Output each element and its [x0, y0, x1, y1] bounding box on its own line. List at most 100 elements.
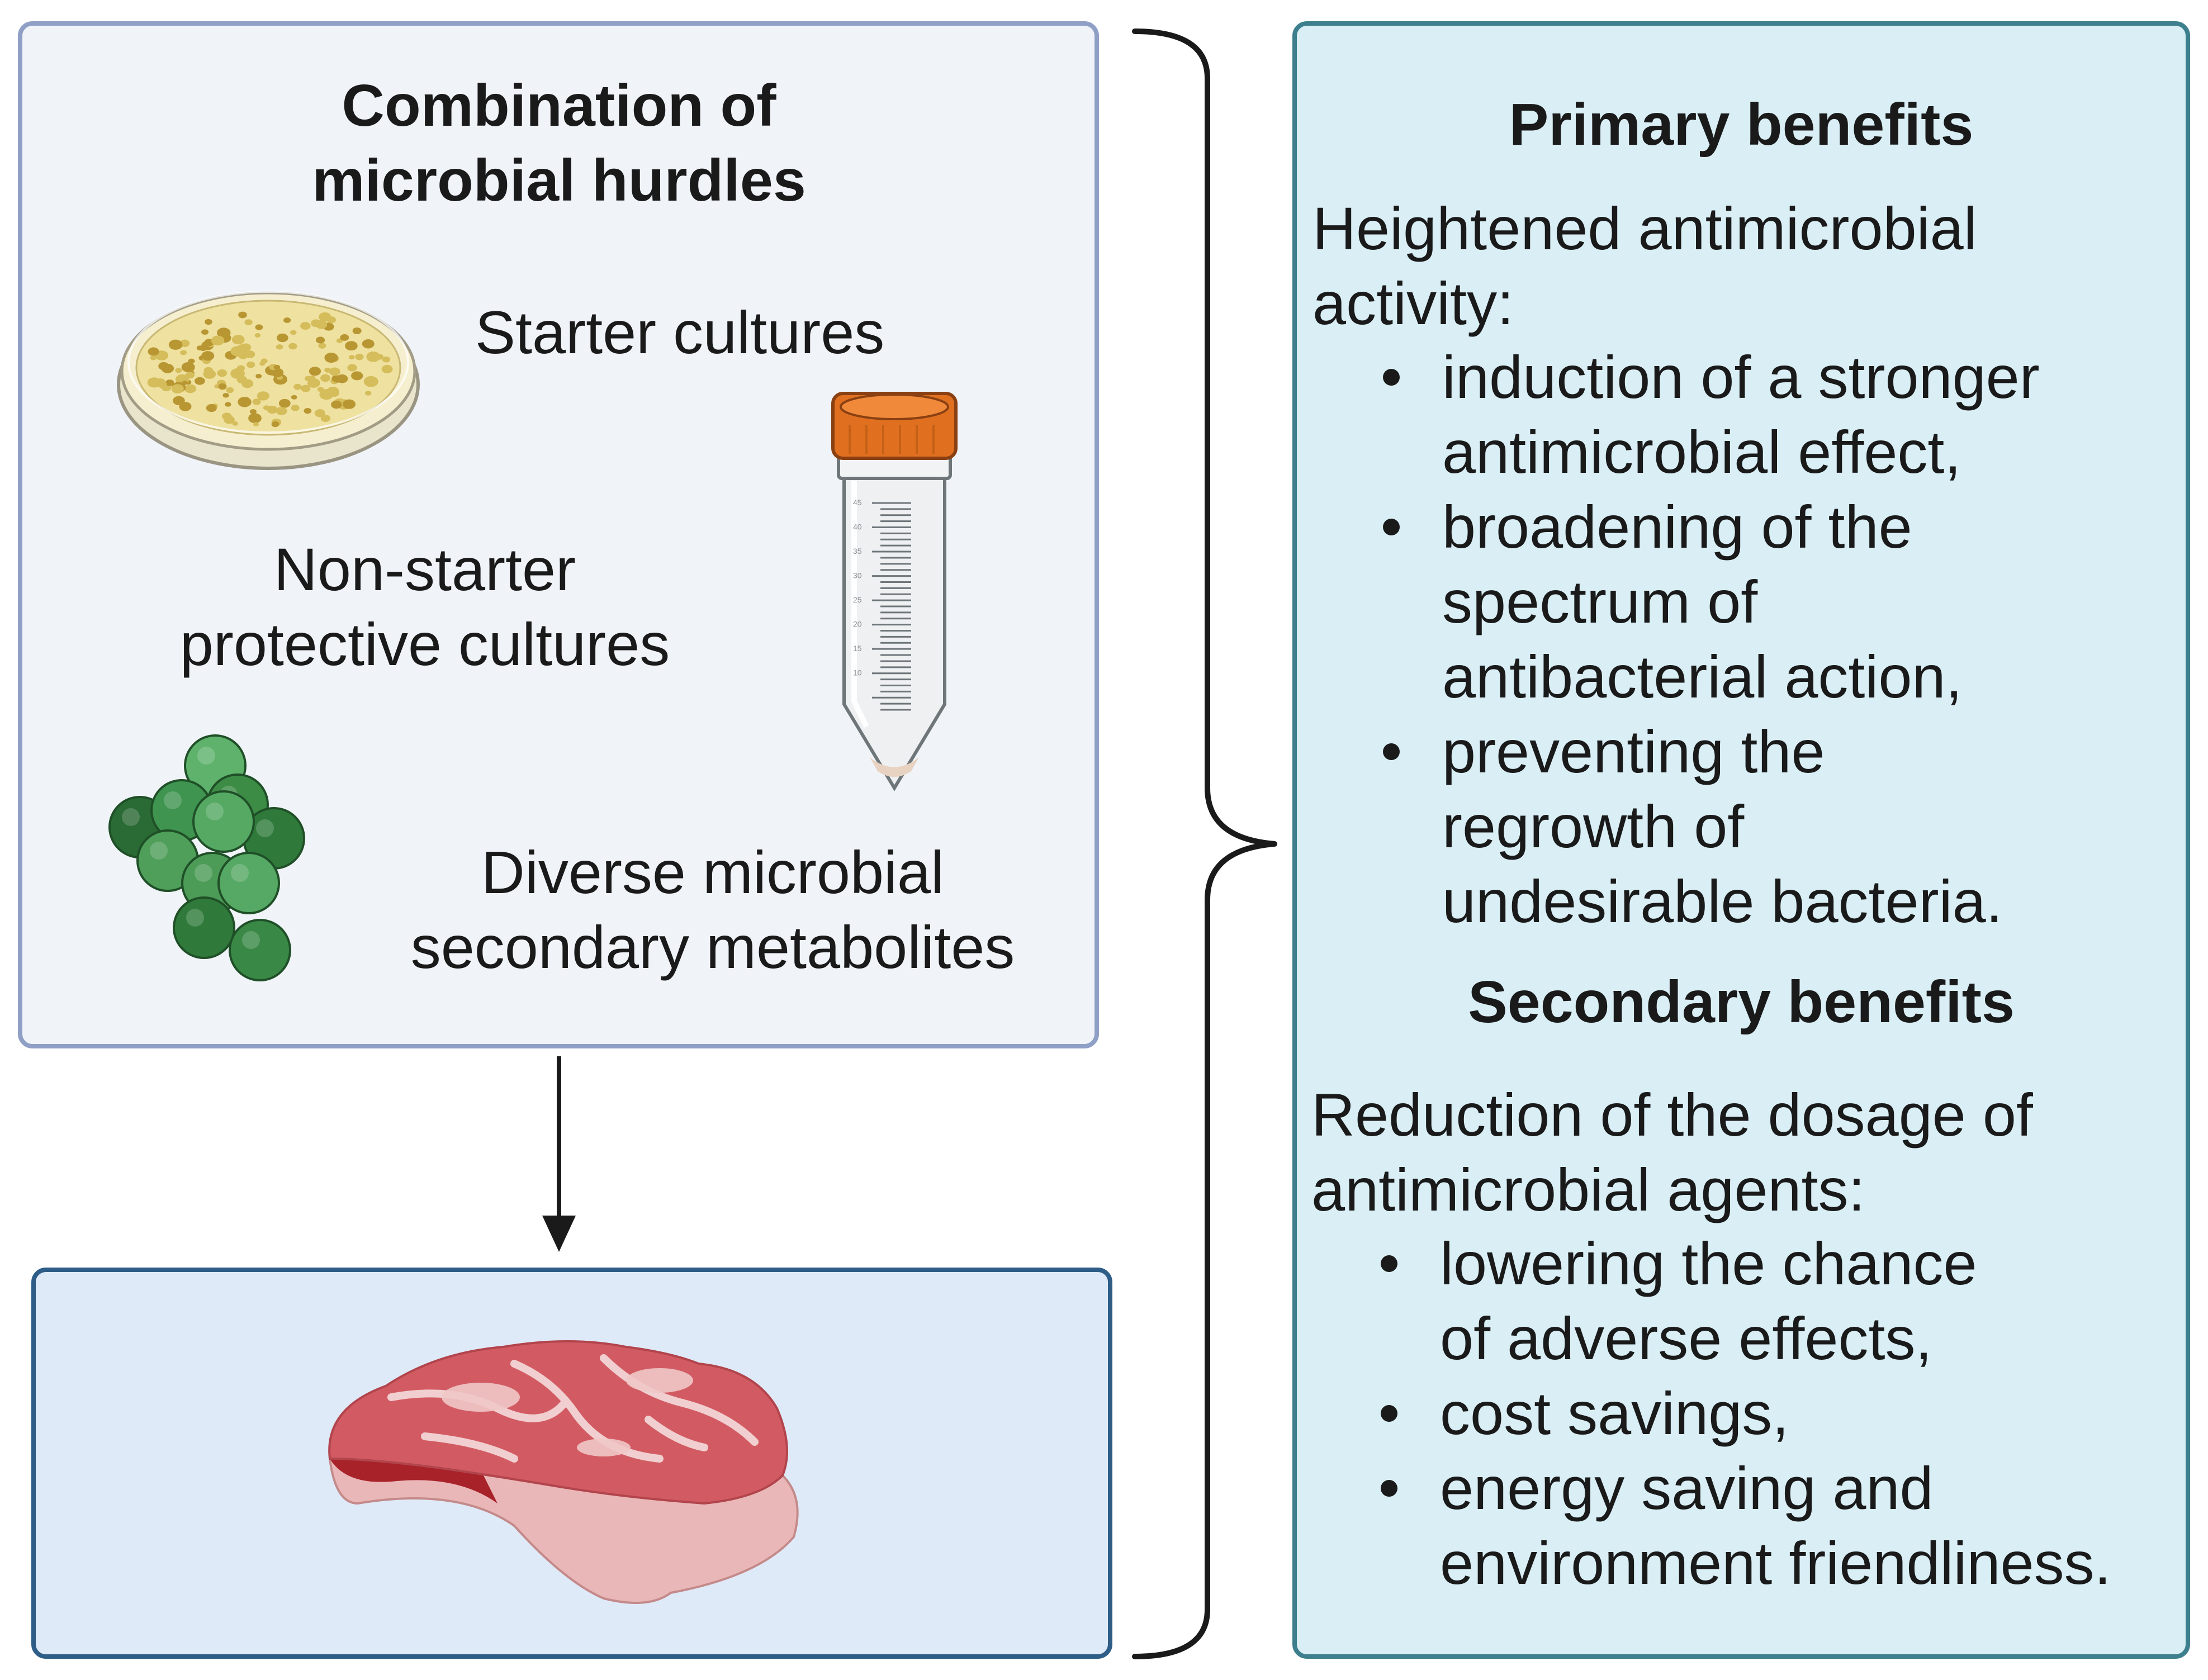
colony-dot — [248, 413, 262, 424]
coccus-highlight — [206, 803, 224, 820]
colony-dot — [364, 391, 372, 396]
colony-dot — [217, 369, 228, 377]
colony-dot — [230, 346, 244, 357]
coccus-highlight — [122, 808, 140, 826]
colony-dot — [315, 320, 328, 329]
colony-dot — [324, 352, 338, 363]
colony-dot — [355, 353, 364, 360]
colony-dot — [271, 368, 284, 377]
colony-dot — [252, 398, 261, 405]
coccus-highlight — [186, 909, 204, 927]
colony-dot — [277, 333, 288, 343]
colony-dot — [168, 339, 183, 350]
colony-dot — [276, 344, 283, 350]
colony-dot — [232, 421, 238, 426]
colony-dot — [278, 398, 291, 408]
colony-dot — [185, 372, 195, 379]
colony-dot — [171, 384, 184, 393]
colony-dot — [376, 354, 383, 360]
colony-dot — [318, 343, 326, 349]
colony-dot — [238, 397, 252, 407]
colony-dot — [175, 368, 182, 373]
colony-dot — [324, 367, 331, 373]
metabolites-label: Diverse microbial secondary metabolites — [410, 838, 1015, 981]
colony-dot — [320, 374, 331, 382]
colony-dot — [343, 399, 356, 409]
colony-dot — [307, 378, 320, 388]
colony-dot — [382, 356, 391, 363]
colony-dot — [225, 402, 231, 407]
starter-cultures-label: Starter cultures — [475, 298, 885, 366]
primary-benefit-item: broadening of the spectrum of antibacter… — [1371, 490, 2040, 714]
colony-dot — [226, 387, 234, 393]
meat-steak-icon — [328, 1340, 799, 1604]
coccus-cell — [229, 919, 291, 981]
primary-benefit-item: preventing the regrowth of undesirable b… — [1371, 714, 2040, 939]
colony-dot — [211, 335, 225, 346]
colony-dot — [157, 381, 167, 388]
colony-dot — [347, 364, 357, 372]
colony-dot — [254, 333, 261, 338]
colony-dot — [276, 406, 287, 415]
coccus-cell — [217, 852, 280, 914]
colony-dot — [255, 373, 262, 379]
colony-dot — [291, 395, 297, 400]
colony-dot — [201, 351, 215, 361]
colony-dot — [314, 409, 325, 417]
colony-dot — [316, 336, 325, 344]
coccus-highlight — [197, 747, 215, 765]
colony-dot — [238, 311, 247, 319]
colony-dot — [366, 351, 381, 362]
colony-dot — [148, 347, 159, 356]
coccus-cell — [192, 790, 255, 853]
colony-dot — [309, 367, 321, 376]
colony-dot — [196, 345, 203, 350]
colony-dot — [320, 415, 330, 423]
coccus-highlight — [164, 791, 182, 809]
colony-dot — [340, 334, 349, 341]
colony-dot — [173, 396, 185, 405]
curly-brace — [1132, 29, 1277, 1659]
colony-dot — [301, 385, 311, 392]
colony-dot — [304, 408, 312, 414]
colony-dot — [244, 319, 253, 325]
colony-dot — [150, 355, 157, 360]
colony-dot — [326, 387, 339, 396]
secondary-benefit-item: energy saving and environment friendline… — [1368, 1451, 2111, 1601]
colony-dot — [266, 406, 273, 411]
colony-dot — [255, 324, 263, 330]
primary-benefits-list: induction of a stronger antimicrobial ef… — [1371, 340, 2040, 939]
coccus-cell — [173, 896, 235, 959]
colony-dot — [329, 367, 340, 376]
colony-dot — [222, 412, 232, 420]
colony-dot — [288, 343, 297, 350]
colony-dot — [203, 369, 216, 379]
colony-dot — [331, 375, 340, 382]
colony-dot — [348, 355, 355, 360]
primary-benefits-intro: Heightened antimicrobial activity: — [1313, 194, 1977, 337]
tube-graduation-label: 15 — [853, 644, 862, 653]
colony-dot — [291, 405, 300, 411]
colony-dot — [326, 316, 337, 324]
colony-dot — [293, 383, 302, 390]
colony-dot — [182, 381, 188, 385]
colony-dot — [271, 421, 279, 428]
colony-dot — [253, 422, 259, 426]
colony-dot — [260, 358, 268, 364]
tube-graduation-label: 45 — [853, 498, 862, 507]
colony-dot — [184, 384, 196, 393]
secondary-benefits-list: lowering the chance of adverse effects,c… — [1368, 1226, 2111, 1601]
colony-dot — [331, 400, 342, 409]
colony-dot — [345, 341, 358, 351]
coccus-highlight — [256, 819, 274, 837]
secondary-benefit-item: lowering the chance of adverse effects, — [1368, 1226, 2111, 1376]
colony-dot — [205, 319, 212, 325]
colony-dot — [231, 335, 245, 345]
colony-dot — [218, 383, 227, 390]
colony-dot — [222, 393, 229, 398]
colony-dot — [273, 364, 281, 370]
colony-dot — [257, 391, 269, 401]
nonstarter-label: Non-starter protective cultures — [179, 535, 670, 678]
colony-dot — [352, 327, 362, 334]
